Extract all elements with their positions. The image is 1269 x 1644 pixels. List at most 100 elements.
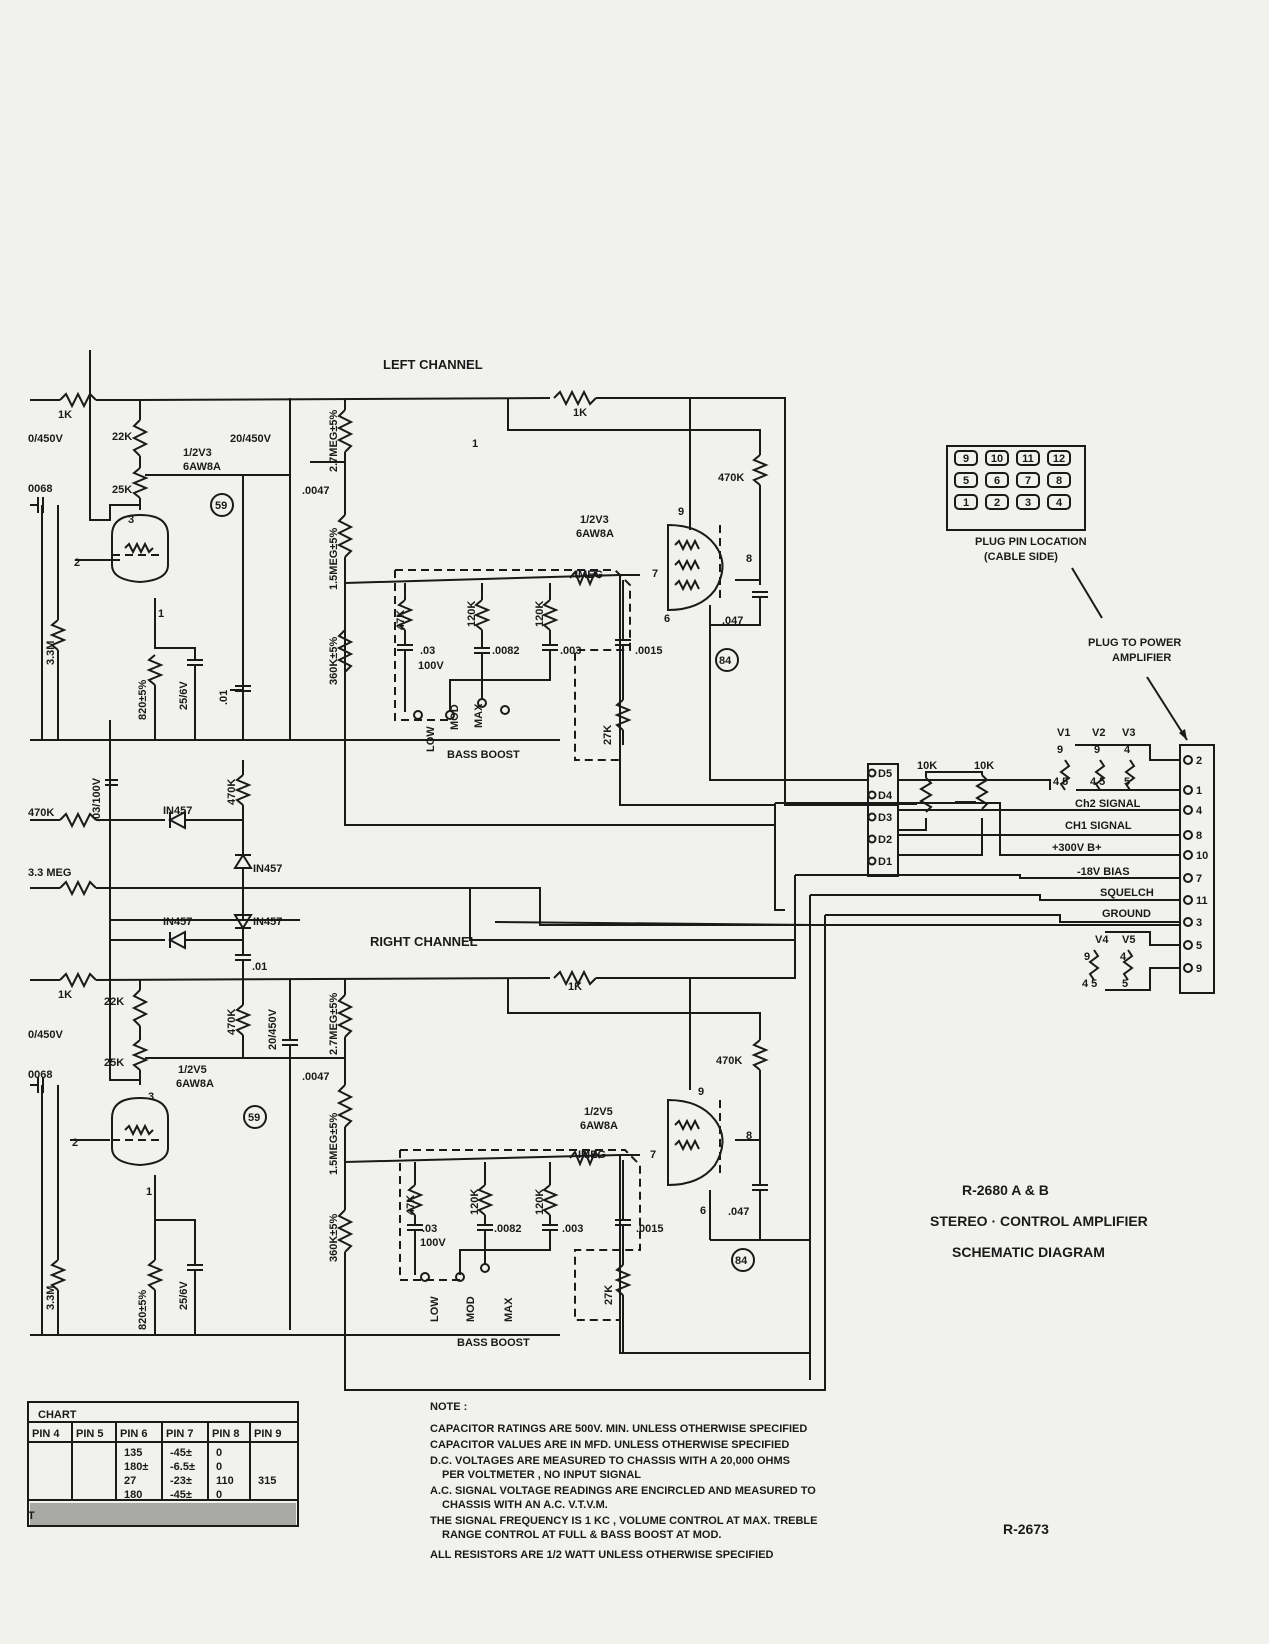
left-cap-01: .01 xyxy=(218,690,230,705)
note-line: CHASSIS WITH AN A.C. V.T.V.M. xyxy=(442,1499,608,1511)
right-cap-03: .03 xyxy=(422,1223,437,1235)
heater-pin-a: 9 xyxy=(1057,744,1063,756)
left-pin-3: 3 xyxy=(128,514,134,526)
chart-cell: 180 xyxy=(124,1489,142,1501)
plug-pin-number: 8 xyxy=(1056,475,1062,487)
left-r-820: 820±5% xyxy=(137,679,149,720)
right-r-22k: 22K xyxy=(104,996,124,1008)
note-line: ALL RESISTORS ARE 1/2 WATT UNLESS OTHERW… xyxy=(430,1549,774,1561)
right-cap-450v: 0/450V xyxy=(28,1029,64,1041)
plug-pin-box xyxy=(954,450,978,466)
plug-pin-number: 6 xyxy=(994,475,1000,487)
left-tube-b-type: 6AW8A xyxy=(576,528,614,540)
right-r-27meg: 2.7MEG±5% xyxy=(328,992,340,1055)
left-cap-03: .03 xyxy=(420,645,435,657)
note-line: THE SIGNAL FREQUENCY IS 1 KC , VOLUME CO… xyxy=(430,1515,817,1527)
plug-to-power-2: AMPLIFIER xyxy=(1112,652,1171,664)
heater-pin-d: 4 5 xyxy=(1053,776,1068,788)
right-switch-mod: MOD xyxy=(465,1296,477,1322)
mid-cap-03: .03/100V xyxy=(91,777,103,822)
left-pin-2: 2 xyxy=(74,557,80,569)
plug-pin-box xyxy=(954,494,978,510)
heater-pin-g: 9 xyxy=(1084,951,1090,963)
left-r-120k-a: 120K xyxy=(466,601,478,627)
left-labels: 1K 22K 25K 0/450V 0068 3.3M 820±5% 25/6V… xyxy=(28,407,752,761)
right-pot-25k: 25K xyxy=(104,1057,124,1069)
connector-pin-number: 10 xyxy=(1196,850,1208,862)
d-terminal-label: D4 xyxy=(878,790,893,802)
conn-signal-ch1: CH1 SIGNAL xyxy=(1065,820,1132,832)
note-line: CAPACITOR RATINGS ARE 500V. MIN. UNLESS … xyxy=(430,1423,807,1435)
connector-pin-number: 9 xyxy=(1196,963,1202,975)
right-switch-low: LOW xyxy=(429,1296,441,1322)
plug-pin-number: 5 xyxy=(963,475,969,487)
connector-pin xyxy=(1183,755,1193,765)
chart-header: PIN 9 xyxy=(254,1428,282,1440)
conn-ground: GROUND xyxy=(1102,908,1151,920)
chart-header: PIN 4 xyxy=(32,1428,60,1440)
plug-pin-number: 7 xyxy=(1025,475,1031,487)
left-r-input-1k: 1K xyxy=(58,409,72,421)
left-tube-a-type: 6AW8A xyxy=(183,461,221,473)
left-cap-03-volt: 100V xyxy=(418,660,444,672)
connector-pin-number: 1 xyxy=(1196,785,1202,797)
connector-pin-number: 3 xyxy=(1196,917,1202,929)
right-signal-84: 84 xyxy=(735,1255,748,1267)
heater-v5: V5 xyxy=(1122,934,1135,946)
left-pin-6: 6 xyxy=(664,613,670,625)
left-r-27meg: 2.7MEG±5% xyxy=(328,409,340,472)
pot-label-2: 10K xyxy=(974,760,994,772)
left-switch-mod: MOD xyxy=(449,704,461,730)
left-r-27k: 27K xyxy=(602,725,614,745)
heater-pin-b: 9 xyxy=(1094,744,1100,756)
right-r-1-5meg: 1.5MEG±5% xyxy=(328,1112,340,1175)
plug-pin-number: 3 xyxy=(1025,497,1031,509)
left-pin-9: 9 xyxy=(678,506,684,518)
connector-pin xyxy=(1183,940,1193,950)
left-pin-7: 7 xyxy=(652,568,658,580)
right-r-27k: 27K xyxy=(603,1285,615,1305)
connector-pin-number: 7 xyxy=(1196,873,1202,885)
diode-3: IN457 xyxy=(163,916,192,928)
chart-header: PIN 7 xyxy=(166,1428,194,1440)
left-pot-25k: 25K xyxy=(112,484,132,496)
heater-pin-i: 4 5 xyxy=(1082,978,1097,990)
left-cap-0047: .0047 xyxy=(302,485,330,497)
connector-pin xyxy=(1183,895,1193,905)
tube-v5b xyxy=(667,1098,724,1187)
plug-pin-box xyxy=(1047,472,1071,488)
chart-cell: 27 xyxy=(124,1475,136,1487)
conn-bias: -18V BIAS xyxy=(1077,866,1130,878)
mid-r-470k: 470K xyxy=(226,779,238,805)
right-r-360k: 360K±5% xyxy=(328,1214,340,1262)
left-cap-047: .047 xyxy=(722,615,743,627)
right-r-3m3: 3.3M xyxy=(45,1286,57,1310)
tube-v5a xyxy=(111,1096,169,1167)
diode-1: IN457 xyxy=(163,805,192,817)
right-channel-title: RIGHT CHANNEL xyxy=(370,934,478,949)
plug-pin-number: 11 xyxy=(1022,453,1034,465)
chart-cell: 0 xyxy=(216,1447,222,1459)
right-signal-59: 59 xyxy=(248,1112,260,1124)
heater-v2: V2 xyxy=(1092,727,1105,739)
right-bass-boost: BASS BOOST xyxy=(457,1337,530,1349)
right-cap-047: .047 xyxy=(728,1206,749,1218)
chart-cell: -23± xyxy=(170,1475,192,1487)
right-pin-7: 7 xyxy=(650,1149,656,1161)
title-block: R-2680 A & B STEREO · CONTROL AMPLIFIER … xyxy=(930,1182,1148,1537)
diode-4: IN457 xyxy=(253,916,282,928)
chart-cell: -45± xyxy=(170,1447,192,1459)
connector-pin xyxy=(1183,830,1193,840)
left-cap-0068: 0068 xyxy=(28,483,52,495)
plug-pin-box xyxy=(985,494,1009,510)
left-r-1-5meg: 1.5MEG±5% xyxy=(328,527,340,590)
chart-cell: -6.5± xyxy=(170,1461,195,1473)
plug-pin-box xyxy=(1047,494,1071,510)
note-line: CAPACITOR VALUES ARE IN MFD. UNLESS OTHE… xyxy=(430,1439,789,1451)
plug-pin-box xyxy=(954,472,978,488)
right-channel-circuit xyxy=(30,875,826,1391)
middle-labels: IN457 IN457 IN457 IN457 470K 3.3 MEG 470… xyxy=(28,777,282,973)
connector-pin xyxy=(1183,805,1193,815)
